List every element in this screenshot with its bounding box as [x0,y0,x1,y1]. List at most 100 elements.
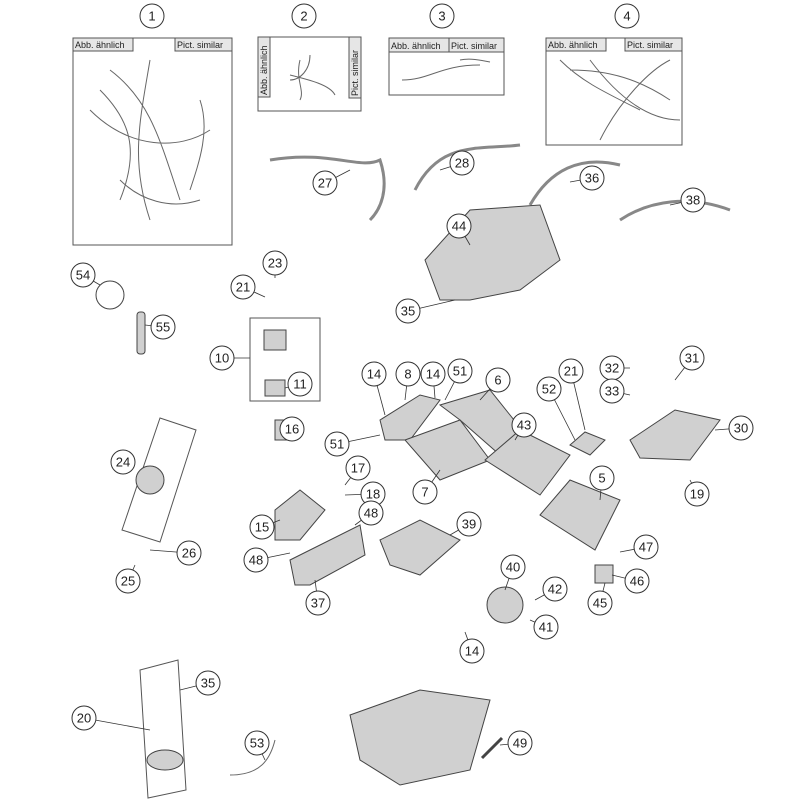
callout-circle [500,554,526,580]
callout-number: 54 [76,268,90,283]
holder-55 [136,311,146,355]
callout-number: 36 [585,171,599,186]
callout-1: 1 [139,3,165,29]
callout-43: 43 [511,412,537,438]
callout-circle [195,670,221,696]
callout-circle [243,547,269,573]
callout-35: 35 [395,298,421,324]
callout-circle [395,298,421,324]
cable-36 [528,160,621,206]
callout-circle [684,481,710,507]
callout-circle [150,314,176,340]
callout-circle [459,638,485,664]
callout-number: 41 [539,620,553,635]
callout-number: 30 [734,421,748,436]
callout-circle [536,376,562,402]
callout-4: 4 [614,3,640,29]
callout-32: 32 [599,355,625,381]
callout-number: 48 [249,553,263,568]
callout-33: 33 [599,378,625,404]
cable-53 [229,739,276,776]
callout-number: 51 [453,364,467,379]
part-52 [569,431,606,456]
box1-label-en: Pict. similar [177,40,223,50]
callout-circle [70,262,96,288]
callout-circle [599,378,625,404]
callout-27: 27 [312,170,338,196]
callout-number: 55 [156,320,170,335]
callout-number: 10 [215,351,229,366]
ignition-lock-group-box [121,417,197,543]
battery-43 [484,429,571,496]
callout-38: 38 [680,187,706,213]
callout-number: 37 [311,596,325,611]
callout-circle [358,500,384,526]
cable-tie-54 [95,280,125,310]
callout-54: 54 [70,262,96,288]
callout-2: 2 [291,3,317,29]
callout-23: 23 [262,250,288,276]
variant-box-4 [545,37,683,146]
variant-box-2 [257,36,362,112]
callout-circle [305,590,331,616]
callout-circle [115,568,141,594]
bracket-8 [379,394,441,441]
callout-circle [209,345,235,371]
callout-number: 14 [465,644,479,659]
callout-number: 26 [182,546,196,561]
cover-37 [289,524,366,586]
callout-circle [679,345,705,371]
callout-circle [110,449,136,475]
callout-circle [533,614,559,640]
box4-label-de: Abb. ähnlich [548,40,598,50]
box3-label-en: Pict. similar [451,41,497,51]
callout-53: 53 [244,730,270,756]
wiring-harness-2 [289,54,336,101]
callout-circle [446,213,472,239]
callout-circle [542,576,568,602]
battery-cover-5 [539,479,621,551]
callout-6: 6 [485,367,511,393]
callout-number: 42 [548,582,562,597]
wiring-harness-main [89,59,211,221]
sensor-group-box [139,659,187,799]
sensor-20 [146,749,184,771]
callout-circle [361,361,387,387]
callout-circle [324,431,350,457]
callout-number: 45 [593,596,607,611]
callout-number: 47 [639,540,653,555]
callout-number: 48 [364,506,378,521]
callout-circle [456,511,482,537]
callout-number: 39 [462,517,476,532]
callout-number: 14 [367,367,381,382]
callout-31: 31 [679,345,705,371]
sensor-46 [594,564,614,584]
callout-40: 40 [500,554,526,580]
callout-39: 39 [456,511,482,537]
callout-circle [624,568,650,594]
callout-circle [312,170,338,196]
callout-19: 19 [684,481,710,507]
callout-44: 44 [446,213,472,239]
callout-circle [412,479,438,505]
callout-circle [244,730,270,756]
callout-25: 25 [115,568,141,594]
callout-circle [507,730,533,756]
callout-51: 51 [324,431,350,457]
callout-number: 24 [116,455,130,470]
callout-number: 49 [513,736,527,751]
callout-circle [345,455,371,481]
callout-number: 46 [630,574,644,589]
callout-45: 45 [587,590,613,616]
callout-51: 51 [447,358,473,384]
callout-3: 3 [429,3,455,29]
callout-circle [176,540,202,566]
callout-35: 35 [195,670,221,696]
callout-number: 35 [401,304,415,319]
callout-number: 38 [686,193,700,208]
ecu-30 [629,409,721,461]
callout-number: 11 [293,377,307,392]
callout-11: 11 [287,371,313,397]
cable-38 [619,199,731,222]
callout-number: 28 [455,156,469,171]
